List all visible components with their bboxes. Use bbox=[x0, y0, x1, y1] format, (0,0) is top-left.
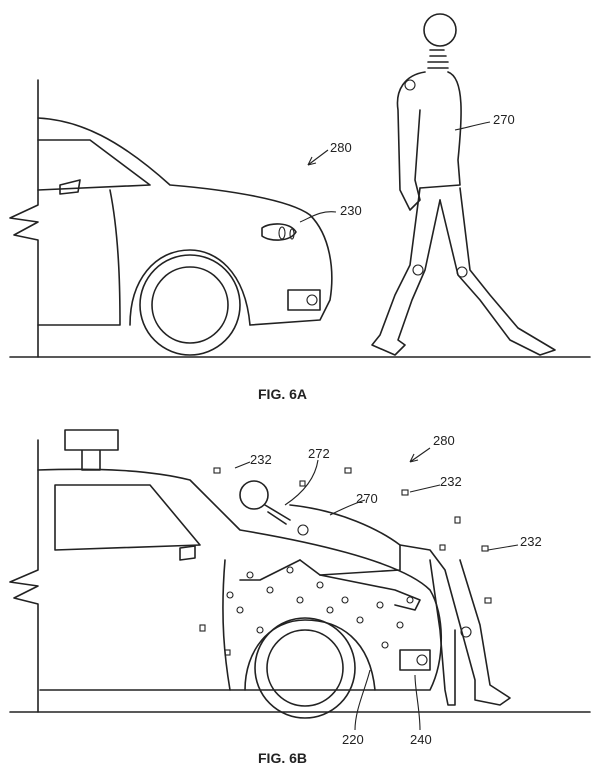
leader-232-b bbox=[409, 484, 441, 493]
caption-fig-6a: FIG. 6A bbox=[258, 386, 308, 402]
label-272: 272 bbox=[308, 446, 330, 461]
label-270-6b: 270 bbox=[356, 491, 378, 506]
break-wall bbox=[9, 439, 39, 713]
label-232-a: 232 bbox=[250, 452, 272, 467]
leader-270 bbox=[329, 499, 366, 516]
leader-230 bbox=[299, 211, 337, 223]
car-6a bbox=[37, 117, 333, 356]
leader-272 bbox=[284, 459, 319, 506]
leader-232-a bbox=[234, 461, 251, 469]
label-230-6a: 230 bbox=[340, 203, 362, 218]
leader-232-c bbox=[487, 544, 519, 551]
car-6b bbox=[37, 429, 442, 719]
label-240: 240 bbox=[410, 732, 432, 747]
break-wall bbox=[9, 79, 39, 358]
label-232-c: 232 bbox=[520, 534, 542, 549]
fig-6a-drawing bbox=[9, 13, 591, 358]
leader-240 bbox=[414, 674, 421, 731]
adhesive-particles bbox=[199, 467, 492, 656]
label-232-b: 232 bbox=[440, 474, 462, 489]
leader-280-arrow bbox=[307, 149, 329, 166]
leader-220 bbox=[354, 669, 371, 731]
caption-fig-6b: FIG. 6B bbox=[258, 750, 308, 766]
label-280-6a: 280 bbox=[330, 140, 352, 155]
label-280-6b: 280 bbox=[433, 433, 455, 448]
leader-280-arrow bbox=[409, 447, 431, 463]
fig-6b-drawing bbox=[9, 429, 591, 731]
pedestrian-6b bbox=[239, 480, 511, 706]
pedestrian-6a bbox=[371, 13, 556, 356]
label-220: 220 bbox=[342, 732, 364, 747]
leader-270 bbox=[454, 121, 491, 131]
label-270-6a: 270 bbox=[493, 112, 515, 127]
